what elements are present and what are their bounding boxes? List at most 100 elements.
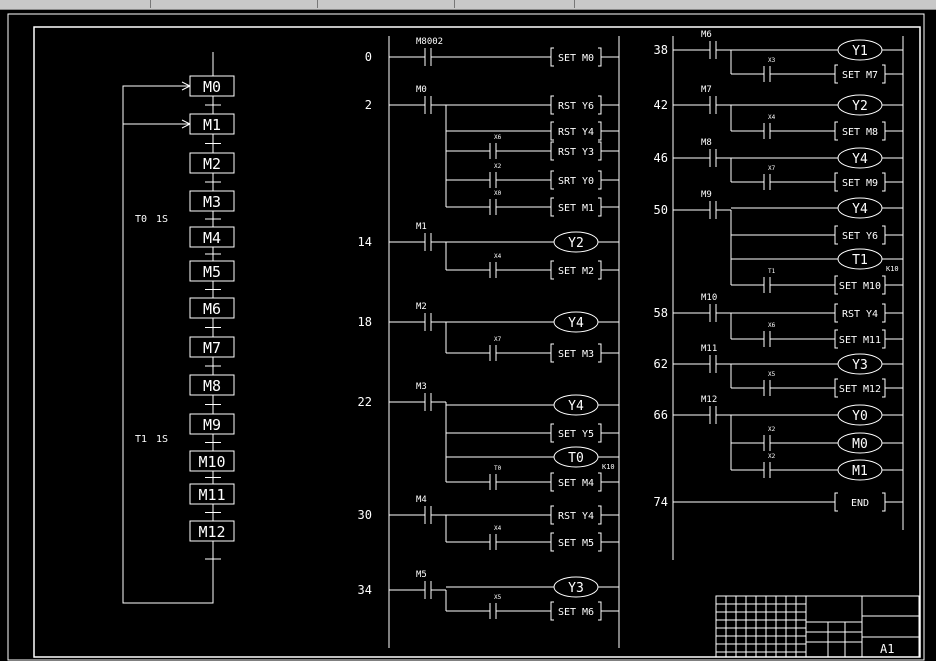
instruction-label: SET M1	[558, 203, 594, 214]
rung-step-number: 42	[654, 98, 668, 112]
sfc-step-box	[189, 413, 235, 435]
contact-label: M5	[416, 570, 427, 580]
instruction-bracket	[550, 121, 554, 141]
instruction-label: RST Y6	[558, 101, 594, 112]
coil-label: T1	[852, 253, 868, 268]
branch-contact-label: X0	[494, 190, 502, 197]
rung-step-number: 46	[654, 151, 668, 165]
rung-step-number: 22	[358, 395, 372, 409]
instruction-bracket	[598, 260, 602, 280]
contact-label: M8002	[416, 37, 443, 47]
instruction-label: RST Y4	[558, 511, 594, 522]
instruction-bracket	[550, 505, 554, 525]
sfc-step-label: M6	[203, 300, 221, 318]
instruction-bracket	[598, 472, 602, 492]
instruction-bracket	[598, 121, 602, 141]
tab-3[interactable]	[319, 0, 455, 8]
contact-label: M8	[701, 138, 712, 148]
outer-frame	[7, 13, 925, 661]
instruction-bracket	[882, 378, 886, 398]
instruction-label: SET Y5	[558, 429, 594, 440]
instruction-bracket	[550, 47, 554, 67]
instruction-bracket	[882, 172, 886, 192]
instruction-bracket	[598, 95, 602, 115]
sfc-step-label: M8	[203, 377, 221, 395]
instruction-bracket	[882, 329, 886, 349]
instruction-bracket	[598, 47, 602, 67]
sfc-step-box	[189, 450, 235, 472]
branch-contact-label: T0	[494, 465, 502, 472]
instruction-bracket	[834, 378, 838, 398]
instruction-label: SET M3	[558, 349, 594, 360]
title-block-grid	[716, 596, 807, 657]
timer-constant: K10	[886, 265, 899, 273]
tab-4[interactable]	[456, 0, 575, 8]
branch-contact-label: X2	[768, 426, 776, 433]
rung-step-number: 66	[654, 408, 668, 422]
tab-1[interactable]	[0, 0, 151, 8]
instruction-bracket	[550, 141, 554, 161]
coil-label: Y4	[568, 399, 584, 414]
sfc-step-label: M1	[203, 116, 221, 134]
instruction-bracket	[834, 492, 838, 512]
coil-label: Y3	[852, 358, 868, 373]
tab-2[interactable]	[152, 0, 318, 8]
sfc-step-label: M9	[203, 416, 221, 434]
contact-label: M4	[416, 495, 427, 505]
instruction-label: END	[851, 498, 869, 509]
contact-label: M9	[701, 190, 712, 200]
rung-step-number: 30	[358, 508, 372, 522]
contact-label: M6	[701, 30, 712, 40]
instruction-label: SET M12	[839, 384, 881, 395]
contact-label: M2	[416, 302, 427, 312]
sfc-diagram	[122, 52, 214, 604]
coil-label: Y1	[852, 44, 868, 59]
sfc-timer-t1: T1	[135, 434, 147, 445]
sfc-step-box	[189, 75, 235, 97]
instruction-bracket	[598, 197, 602, 217]
instruction-bracket	[834, 303, 838, 323]
instruction-label: RST Y4	[842, 309, 878, 320]
sfc-step-box	[189, 190, 235, 212]
coil-label: M1	[852, 464, 868, 479]
tab-bar	[0, 0, 936, 10]
rung-step-number: 38	[654, 43, 668, 57]
contact-label: M7	[701, 85, 712, 95]
instruction-bracket	[550, 601, 554, 621]
sfc-step-label: M12	[198, 523, 225, 541]
contact-label: M10	[701, 293, 717, 303]
rung-step-number: 18	[358, 315, 372, 329]
instruction-bracket	[882, 121, 886, 141]
coil-label: Y3	[568, 581, 584, 596]
instruction-bracket	[882, 275, 886, 295]
sfc-step-box	[189, 374, 235, 396]
instruction-bracket	[834, 121, 838, 141]
instruction-bracket	[550, 343, 554, 363]
branch-contact-label: X4	[494, 525, 502, 532]
coil-label: Y0	[852, 409, 868, 424]
instruction-label: SET M11	[839, 335, 881, 346]
instruction-bracket	[550, 170, 554, 190]
sfc-timer-t0-value: 1S	[156, 214, 168, 225]
sfc-step-label: M4	[203, 229, 221, 247]
branch-contact-label: X3	[768, 57, 776, 64]
timer-constant: K10	[602, 463, 615, 471]
coil-label: Y2	[852, 99, 868, 114]
instruction-bracket	[882, 64, 886, 84]
instruction-bracket	[598, 601, 602, 621]
instruction-bracket	[882, 492, 886, 512]
sfc-step-label: M11	[198, 486, 225, 504]
instruction-bracket	[598, 141, 602, 161]
instruction-label: SET M0	[558, 53, 594, 64]
rung-step-number: 34	[358, 583, 372, 597]
sfc-timer-t1-value: 1S	[156, 434, 168, 445]
branch-contact-label: X7	[494, 336, 502, 343]
instruction-bracket	[834, 275, 838, 295]
sfc-step-label: M10	[198, 453, 225, 471]
branch-contact-label: X2	[494, 163, 502, 170]
instruction-label: SET M5	[558, 538, 594, 549]
instruction-bracket	[598, 505, 602, 525]
rung-step-number: 62	[654, 357, 668, 371]
